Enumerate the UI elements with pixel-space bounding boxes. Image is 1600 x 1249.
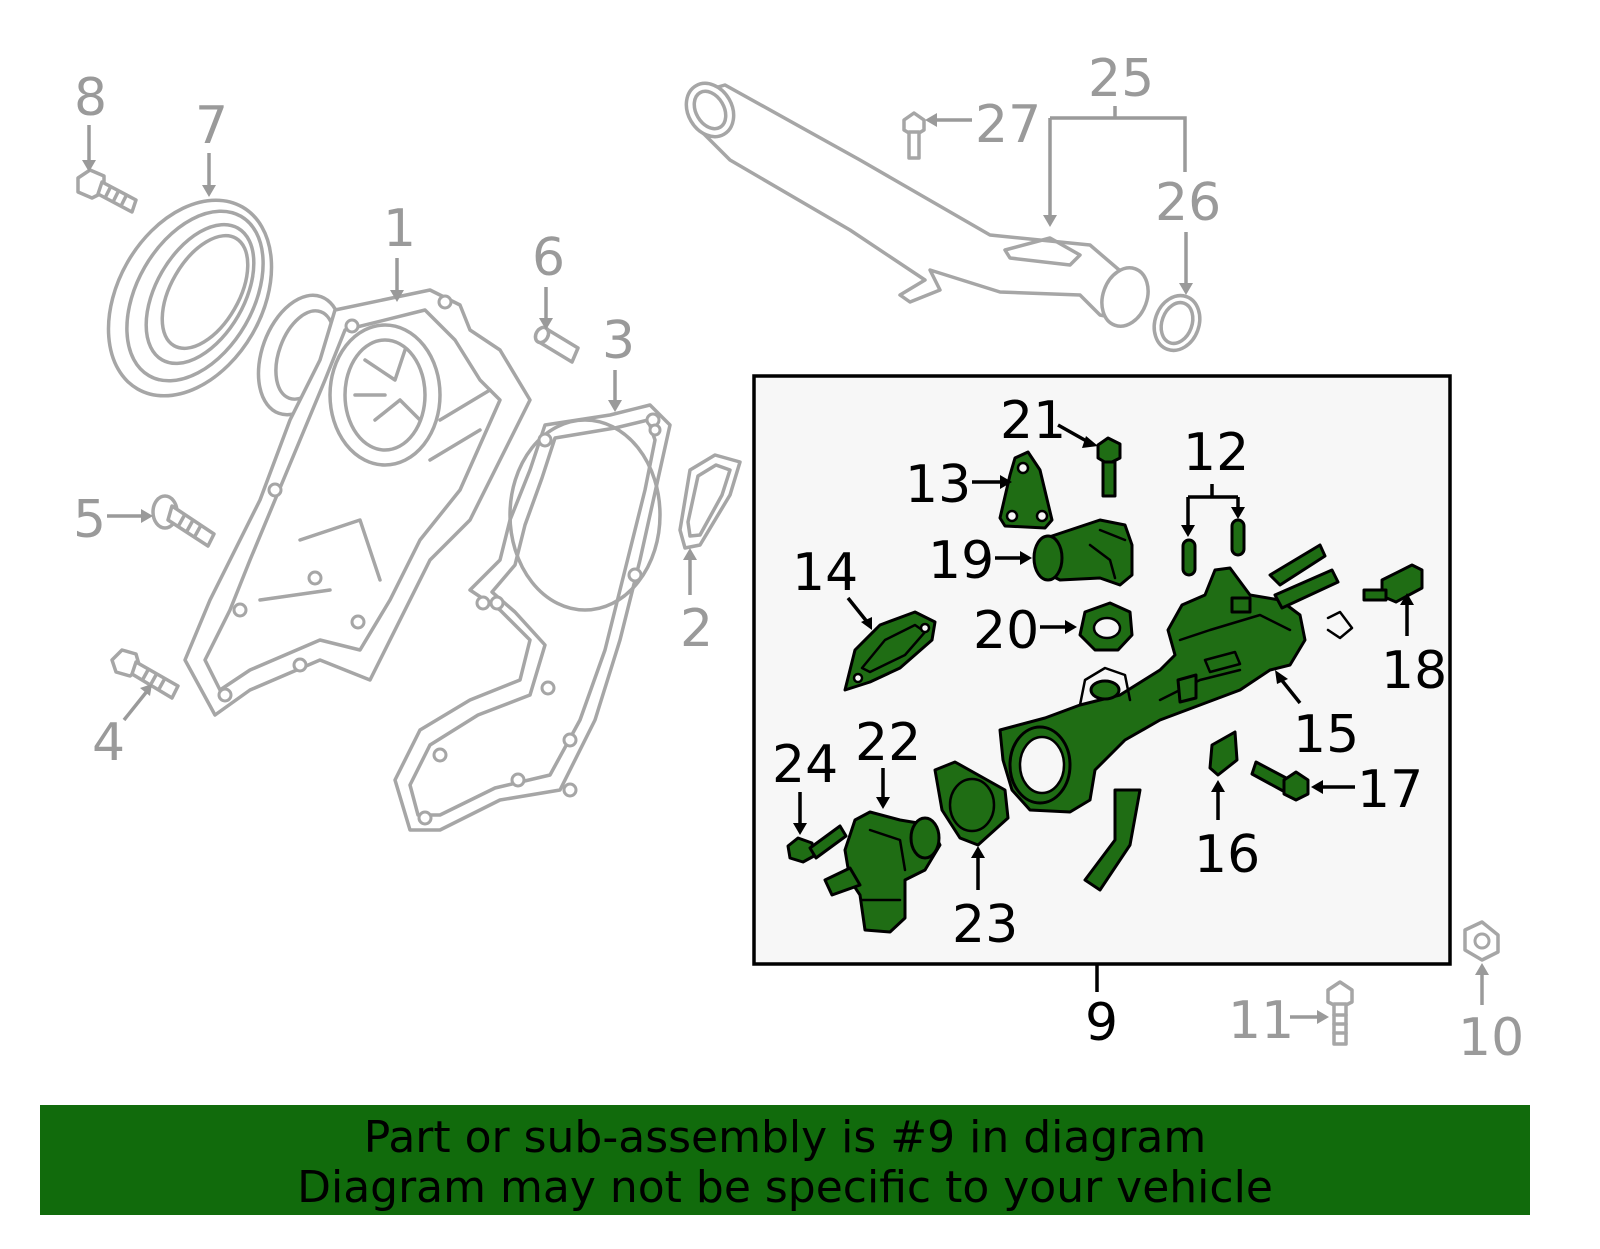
callout-2: 2 <box>680 599 713 659</box>
callout-4: 4 <box>92 713 125 773</box>
gasket-part-2 <box>678 453 742 550</box>
gasket-part-23 <box>933 760 1010 847</box>
water-pump-part-1 <box>183 288 532 717</box>
coolant-pipe-part-25 <box>684 81 1150 328</box>
callout-16: 16 <box>1194 825 1260 885</box>
callout-18: 18 <box>1381 641 1447 701</box>
bolt-part-27 <box>902 111 926 160</box>
callout-12: 12 <box>1183 423 1249 483</box>
callout-27: 27 <box>975 95 1041 155</box>
callout-25: 25 <box>1088 49 1154 109</box>
callout-13: 13 <box>905 455 971 515</box>
thermostat-part-22 <box>823 810 942 934</box>
bolt-part-5 <box>151 494 216 548</box>
banner-line-1: Part or sub-assembly is #9 in diagram <box>363 1112 1207 1163</box>
bolt-part-8 <box>76 168 138 214</box>
callout-3: 3 <box>602 311 635 371</box>
callout-15: 15 <box>1293 705 1359 765</box>
callout-labels: 1 2 3 4 5 6 7 8 10 11 25 26 27 9 12 13 1… <box>73 49 1524 1068</box>
clip-part <box>1326 610 1354 640</box>
bolt-part-4 <box>110 648 180 700</box>
banner-line-2: Diagram may not be specific to your vehi… <box>297 1162 1273 1213</box>
gasket-part-3 <box>393 403 672 832</box>
actuator-part-19 <box>1032 518 1134 587</box>
info-banner: Part or sub-assembly is #9 in diagram Di… <box>40 1105 1530 1215</box>
leader-lines <box>82 106 1489 1024</box>
callout-17: 17 <box>1357 760 1423 820</box>
bracket-part-16 <box>1208 730 1239 777</box>
callout-10: 10 <box>1458 1008 1524 1068</box>
stud-part-11 <box>1326 980 1354 1046</box>
bolt-part-17 <box>1250 760 1310 802</box>
bracket-part-13 <box>998 450 1054 530</box>
callout-6: 6 <box>532 228 565 288</box>
bolt-part-21 <box>1096 436 1122 498</box>
callout-8: 8 <box>74 68 107 128</box>
callout-5: 5 <box>73 490 106 550</box>
dowel-pin-part-6 <box>533 325 580 364</box>
nut-part-10 <box>1463 920 1500 962</box>
callout-19: 19 <box>928 531 994 591</box>
callout-21: 21 <box>1000 391 1066 451</box>
callout-22: 22 <box>855 713 921 773</box>
callout-24: 24 <box>772 735 838 795</box>
callout-14: 14 <box>792 543 858 603</box>
callout-9: 9 <box>1085 993 1118 1053</box>
callout-1: 1 <box>383 199 416 259</box>
thermostat-housing-part-15 <box>998 543 1340 892</box>
callout-7: 7 <box>195 96 228 156</box>
bolt-part-24 <box>786 824 848 864</box>
callout-11: 11 <box>1228 991 1294 1051</box>
gasket-part-20 <box>1078 601 1134 652</box>
pins-part-12 <box>1181 518 1246 577</box>
o-ring-part-26 <box>1152 293 1202 353</box>
callout-20: 20 <box>973 601 1039 661</box>
gasket-part-14 <box>843 610 937 692</box>
callout-23: 23 <box>952 895 1018 955</box>
pulley-part-7 <box>106 198 274 398</box>
callout-26: 26 <box>1155 173 1221 233</box>
sensor-part-18 <box>1362 563 1424 604</box>
